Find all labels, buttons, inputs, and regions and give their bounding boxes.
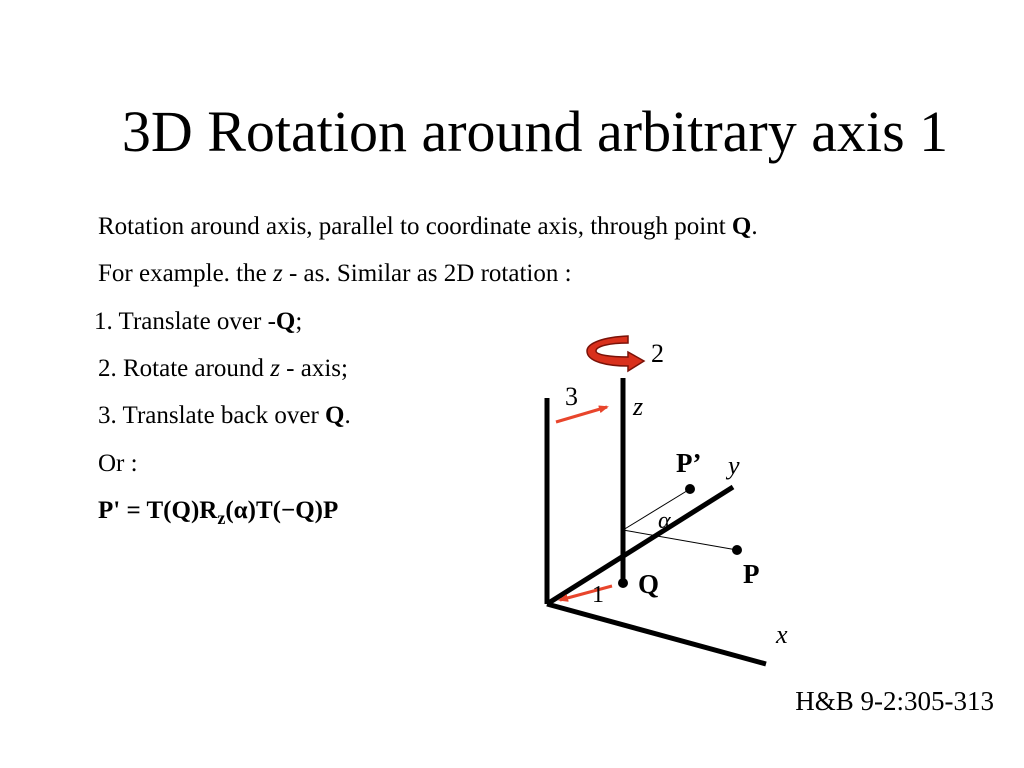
- step1-text: 1. Translate over -: [94, 308, 276, 335]
- step1-end: ;: [295, 308, 303, 335]
- z-axis-label: z: [632, 392, 643, 421]
- step-1: 1. Translate over -Q;: [94, 307, 302, 337]
- point-p-prime: [685, 484, 695, 494]
- radius-to-p: [622, 529, 738, 551]
- line1-end: .: [751, 213, 758, 240]
- step1-point-q: Q: [275, 308, 296, 335]
- step3-point-q: Q: [325, 402, 345, 429]
- x-axis-line: [546, 601, 767, 667]
- line2-text-b: - as. Similar as 2D rotation :: [282, 260, 572, 287]
- step-1-label: 1: [592, 582, 604, 608]
- line1-text: Rotation around axis, parallel to coordi…: [98, 213, 732, 240]
- translate-arrow-step-3: [555, 405, 609, 424]
- translate-arrow-step-1: [558, 584, 613, 602]
- step-2-label: 2: [651, 339, 664, 368]
- q-label: Q: [638, 569, 659, 599]
- point-p: [732, 545, 742, 555]
- rotation-arrow-icon: [586, 335, 646, 373]
- point-q: [618, 578, 628, 588]
- line2-text-a: For example. the: [98, 260, 273, 287]
- p-label: P: [743, 559, 760, 589]
- formula-part-a: P' = T(Q)R: [98, 497, 218, 524]
- or-line: Or :: [98, 450, 138, 477]
- body-line-1: Rotation around axis, parallel to coordi…: [98, 212, 758, 242]
- slide-title: 3D Rotation around arbitrary axis 1: [121, 99, 949, 164]
- step-2: 2. Rotate around z - axis;: [98, 354, 348, 384]
- step2-text-a: 2. Rotate around: [98, 355, 271, 382]
- y-axis-line: [545, 484, 735, 607]
- step-3-label: 3: [565, 382, 578, 411]
- step-3: 3. Translate back over Q.: [98, 401, 351, 431]
- step2-text-b: - axis;: [279, 355, 348, 382]
- step3-text: 3. Translate back over: [98, 402, 326, 429]
- p-prime-label: P’: [676, 448, 701, 478]
- alpha-label: α: [658, 508, 671, 534]
- formula-part-b: (α)T(−Q)P: [225, 497, 339, 524]
- step3-end: .: [344, 402, 351, 429]
- x-axis-label: x: [775, 620, 788, 649]
- line1-point-q: Q: [731, 213, 752, 240]
- body-line-2: For example. the z - as. Similar as 2D r…: [98, 259, 572, 289]
- line2-var-z: z: [272, 260, 283, 287]
- step2-var-z: z: [270, 355, 280, 382]
- y-axis-label: y: [725, 451, 740, 480]
- radius-to-p-prime: [622, 488, 691, 531]
- formula-subscript-z: z: [217, 508, 226, 528]
- reference-citation: H&B 9-2:305-313: [795, 686, 994, 716]
- formula: P' = T(Q)Rz(α)T(−Q)P: [98, 496, 339, 528]
